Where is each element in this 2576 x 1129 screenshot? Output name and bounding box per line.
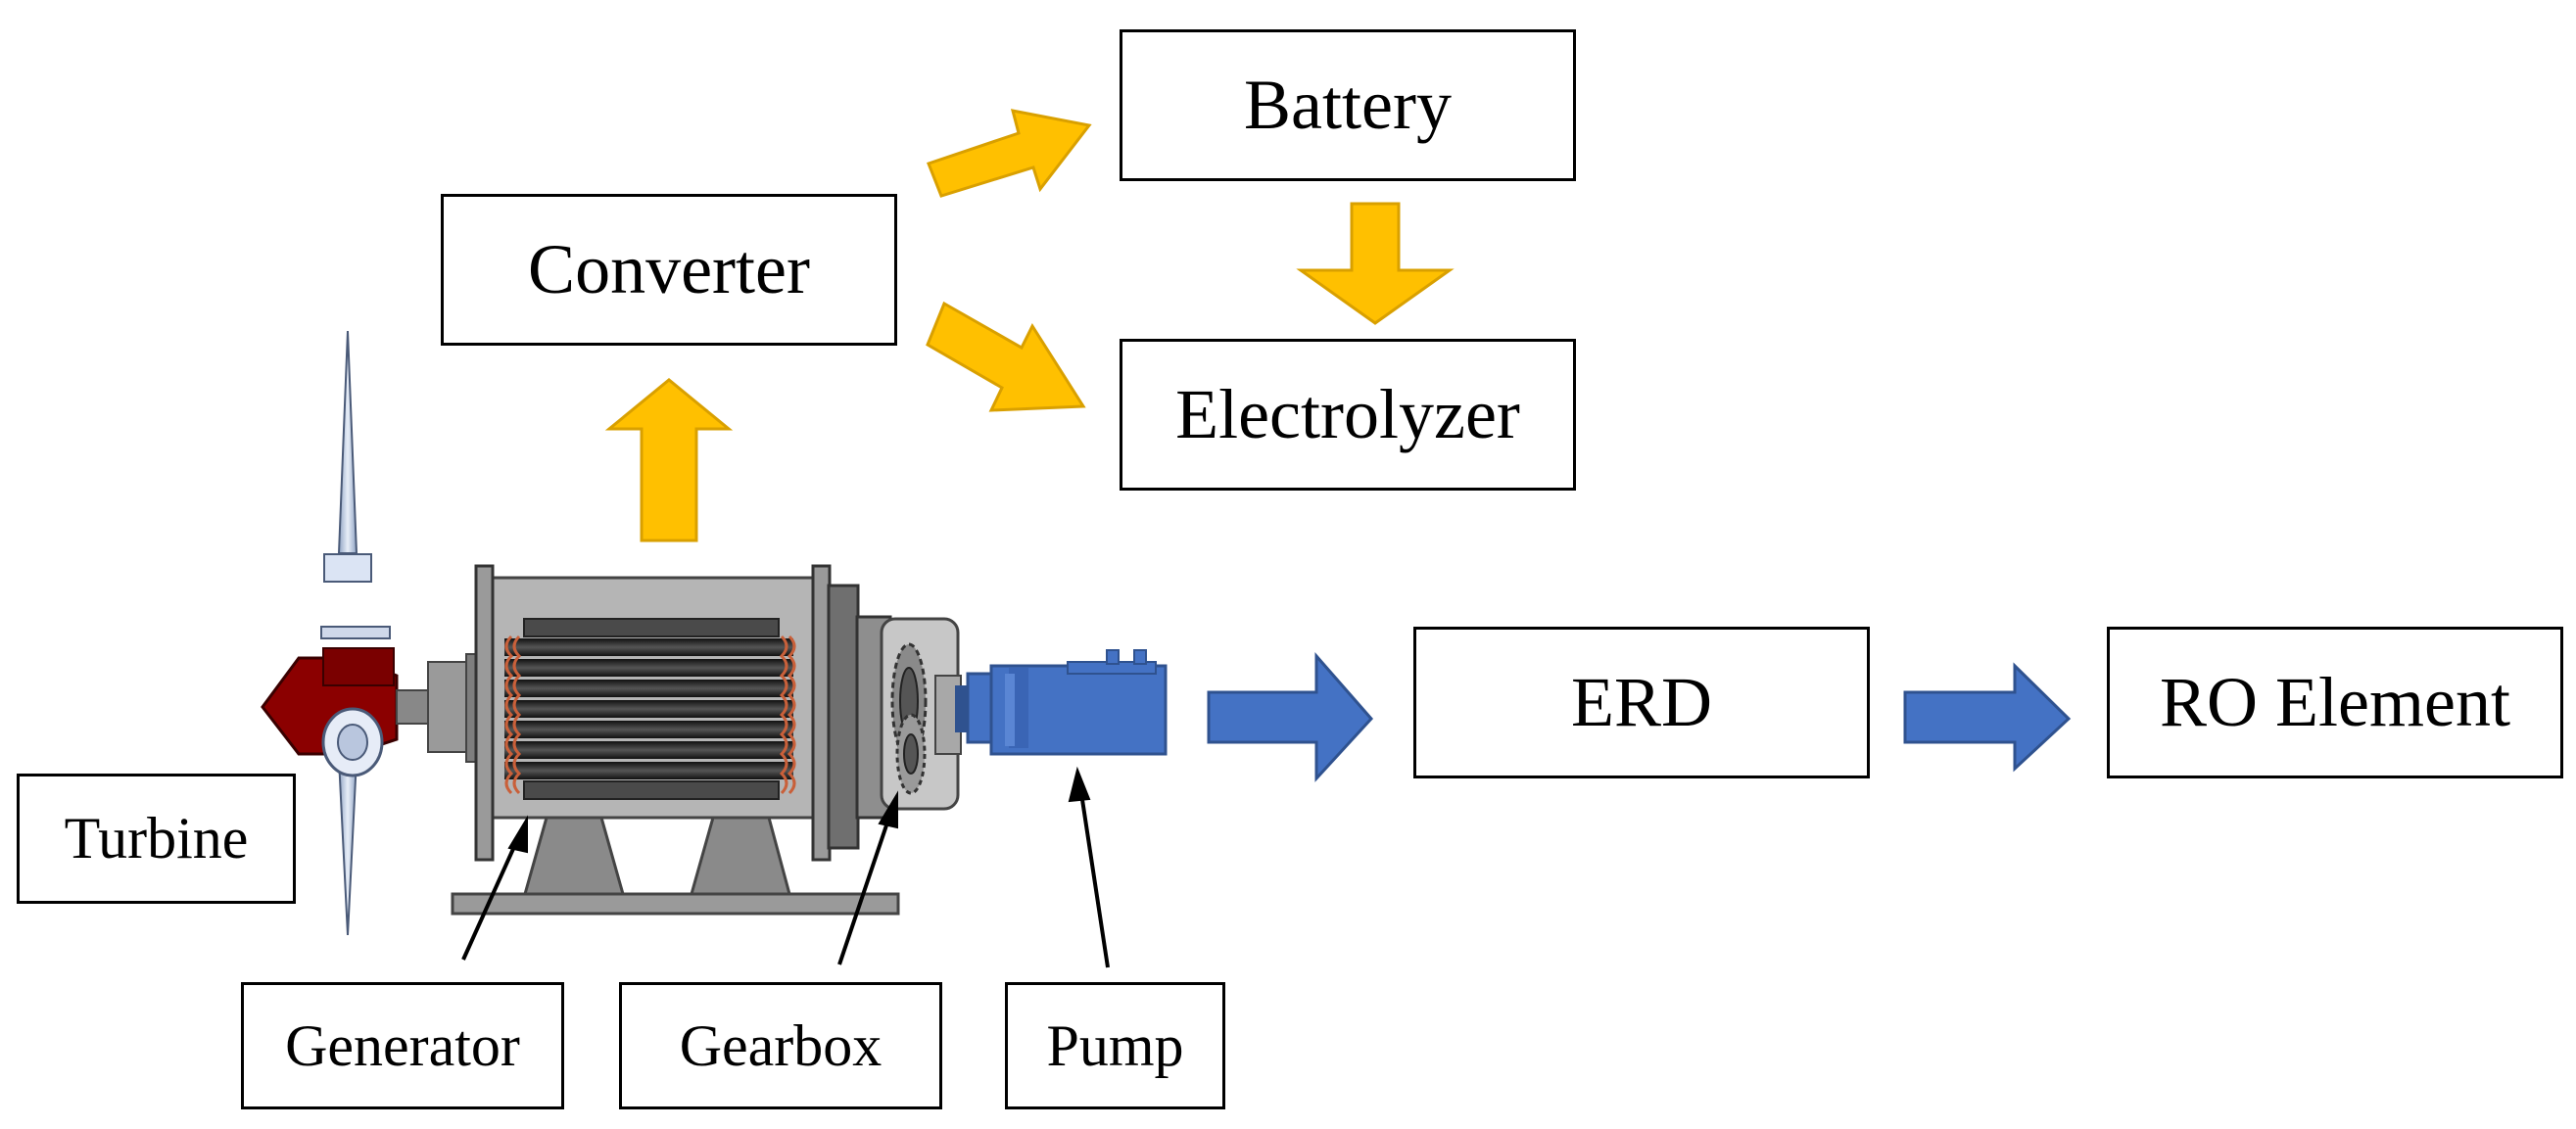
generator-base-plate xyxy=(451,892,900,916)
pointer-gearbox xyxy=(837,816,891,965)
generator-rollers xyxy=(504,638,793,779)
ro-element-box: RO Element xyxy=(2107,627,2563,778)
pointer-pump xyxy=(1079,792,1110,968)
generator-label-box: Generator xyxy=(241,982,564,1109)
arrow-pump-to-erd xyxy=(1207,652,1374,782)
wind-turbine-illustration xyxy=(261,330,429,936)
pointer-arrows xyxy=(461,766,1110,968)
generator-copper-coils xyxy=(504,635,796,795)
generator-foot-left xyxy=(523,816,625,896)
erd-box: ERD xyxy=(1413,627,1870,778)
generator-illustration xyxy=(427,564,900,916)
battery-box: Battery xyxy=(1120,29,1576,181)
gear-icon xyxy=(890,642,928,795)
arrow-converter-to-electrolyzer xyxy=(926,301,1086,412)
pump-label-box: Pump xyxy=(1005,982,1225,1109)
arrow-generator-to-converter xyxy=(604,378,734,542)
electrical-arrows xyxy=(604,109,1455,542)
generator-foot-right xyxy=(690,816,791,896)
pointer-generator xyxy=(461,839,519,961)
water-arrows xyxy=(1207,652,2072,782)
arrow-erd-to-ro-element xyxy=(1903,662,2072,773)
pump-coupling xyxy=(966,672,995,744)
turbine-blade-bottom xyxy=(337,758,358,936)
generator-core-bottom xyxy=(523,780,780,800)
converter-box: Converter xyxy=(441,194,897,346)
turbine-blade-top xyxy=(337,330,358,554)
turbine-label-box: Turbine xyxy=(17,774,296,904)
generator-flange-left xyxy=(474,564,495,862)
arrow-battery-to-electrolyzer xyxy=(1296,202,1455,325)
pump-illustration xyxy=(955,649,1168,756)
electrolyzer-box: Electrolyzer xyxy=(1120,339,1576,491)
gearbox-illustration xyxy=(880,617,962,811)
turbine-shaft xyxy=(396,689,429,725)
turbine-blade-collar xyxy=(323,553,372,583)
gearbox-label-box: Gearbox xyxy=(619,982,942,1109)
generator-core-top xyxy=(523,618,780,637)
generator-flange-right xyxy=(811,564,832,862)
arrow-converter-to-battery xyxy=(927,109,1092,198)
